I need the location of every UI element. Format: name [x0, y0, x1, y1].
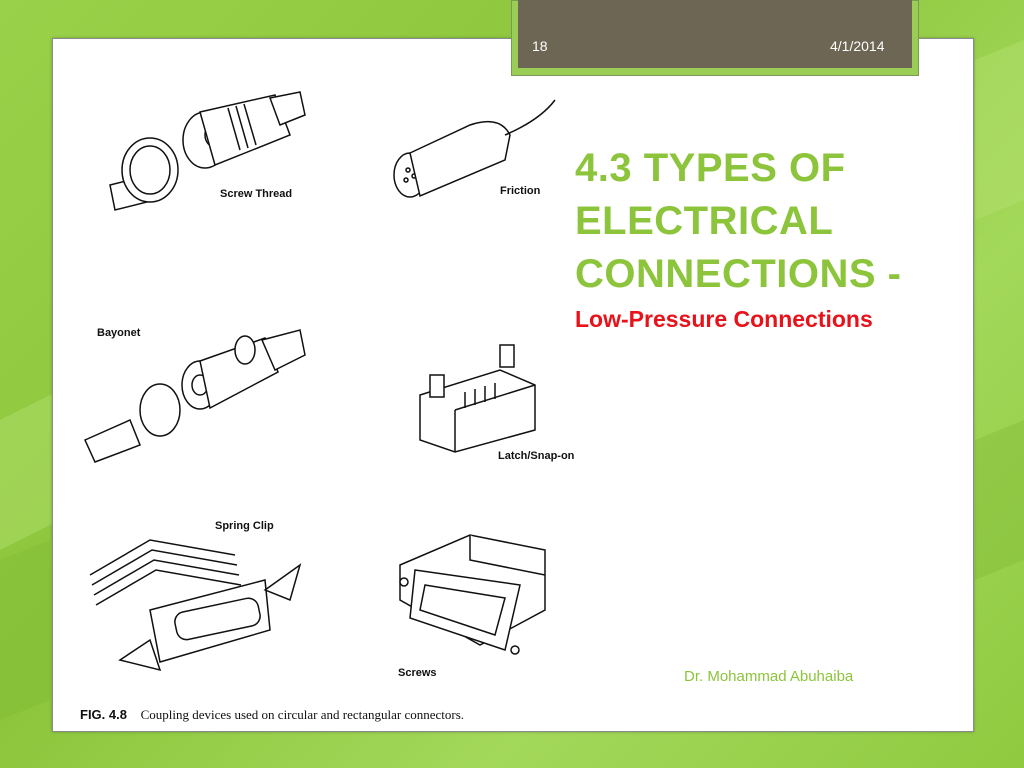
label-friction: Friction — [500, 185, 541, 197]
slide-number: 18 — [532, 38, 548, 54]
label-bayonet: Bayonet — [97, 327, 141, 339]
figure-number: FIG. 4.8 — [80, 707, 127, 722]
screws-connector-drawing — [399, 534, 546, 655]
label-screw-thread: Screw Thread — [220, 188, 292, 200]
author-name: Dr. Mohammad Abuhaiba — [684, 668, 854, 685]
label-latch-snap-on: Latch/Snap-on — [498, 450, 575, 462]
slide-subtitle: Low-Pressure Connections — [575, 306, 873, 332]
friction-connector-drawing — [393, 99, 556, 198]
figure-caption: FIG. 4.8 Coupling devices used on circul… — [80, 707, 464, 723]
slide-date: 4/1/2014 — [830, 38, 885, 54]
figure-caption-text: Coupling devices used on circular and re… — [140, 707, 465, 722]
label-screws: Screws — [398, 667, 437, 679]
screw-thread-connector-drawing — [109, 91, 306, 211]
spring-clip-connector-drawing — [89, 539, 302, 672]
connector-figure: Screw Thread Friction Bayonet Latch/Snap… — [84, 91, 575, 679]
label-spring-clip: Spring Clip — [215, 520, 274, 532]
header-bar — [518, 0, 912, 68]
latch-connector-drawing — [419, 344, 536, 453]
slide-title: 4.3 TYPES OF ELECTRICAL CONNECTIONS - — [575, 146, 902, 296]
bayonet-connector-drawing — [84, 329, 306, 463]
